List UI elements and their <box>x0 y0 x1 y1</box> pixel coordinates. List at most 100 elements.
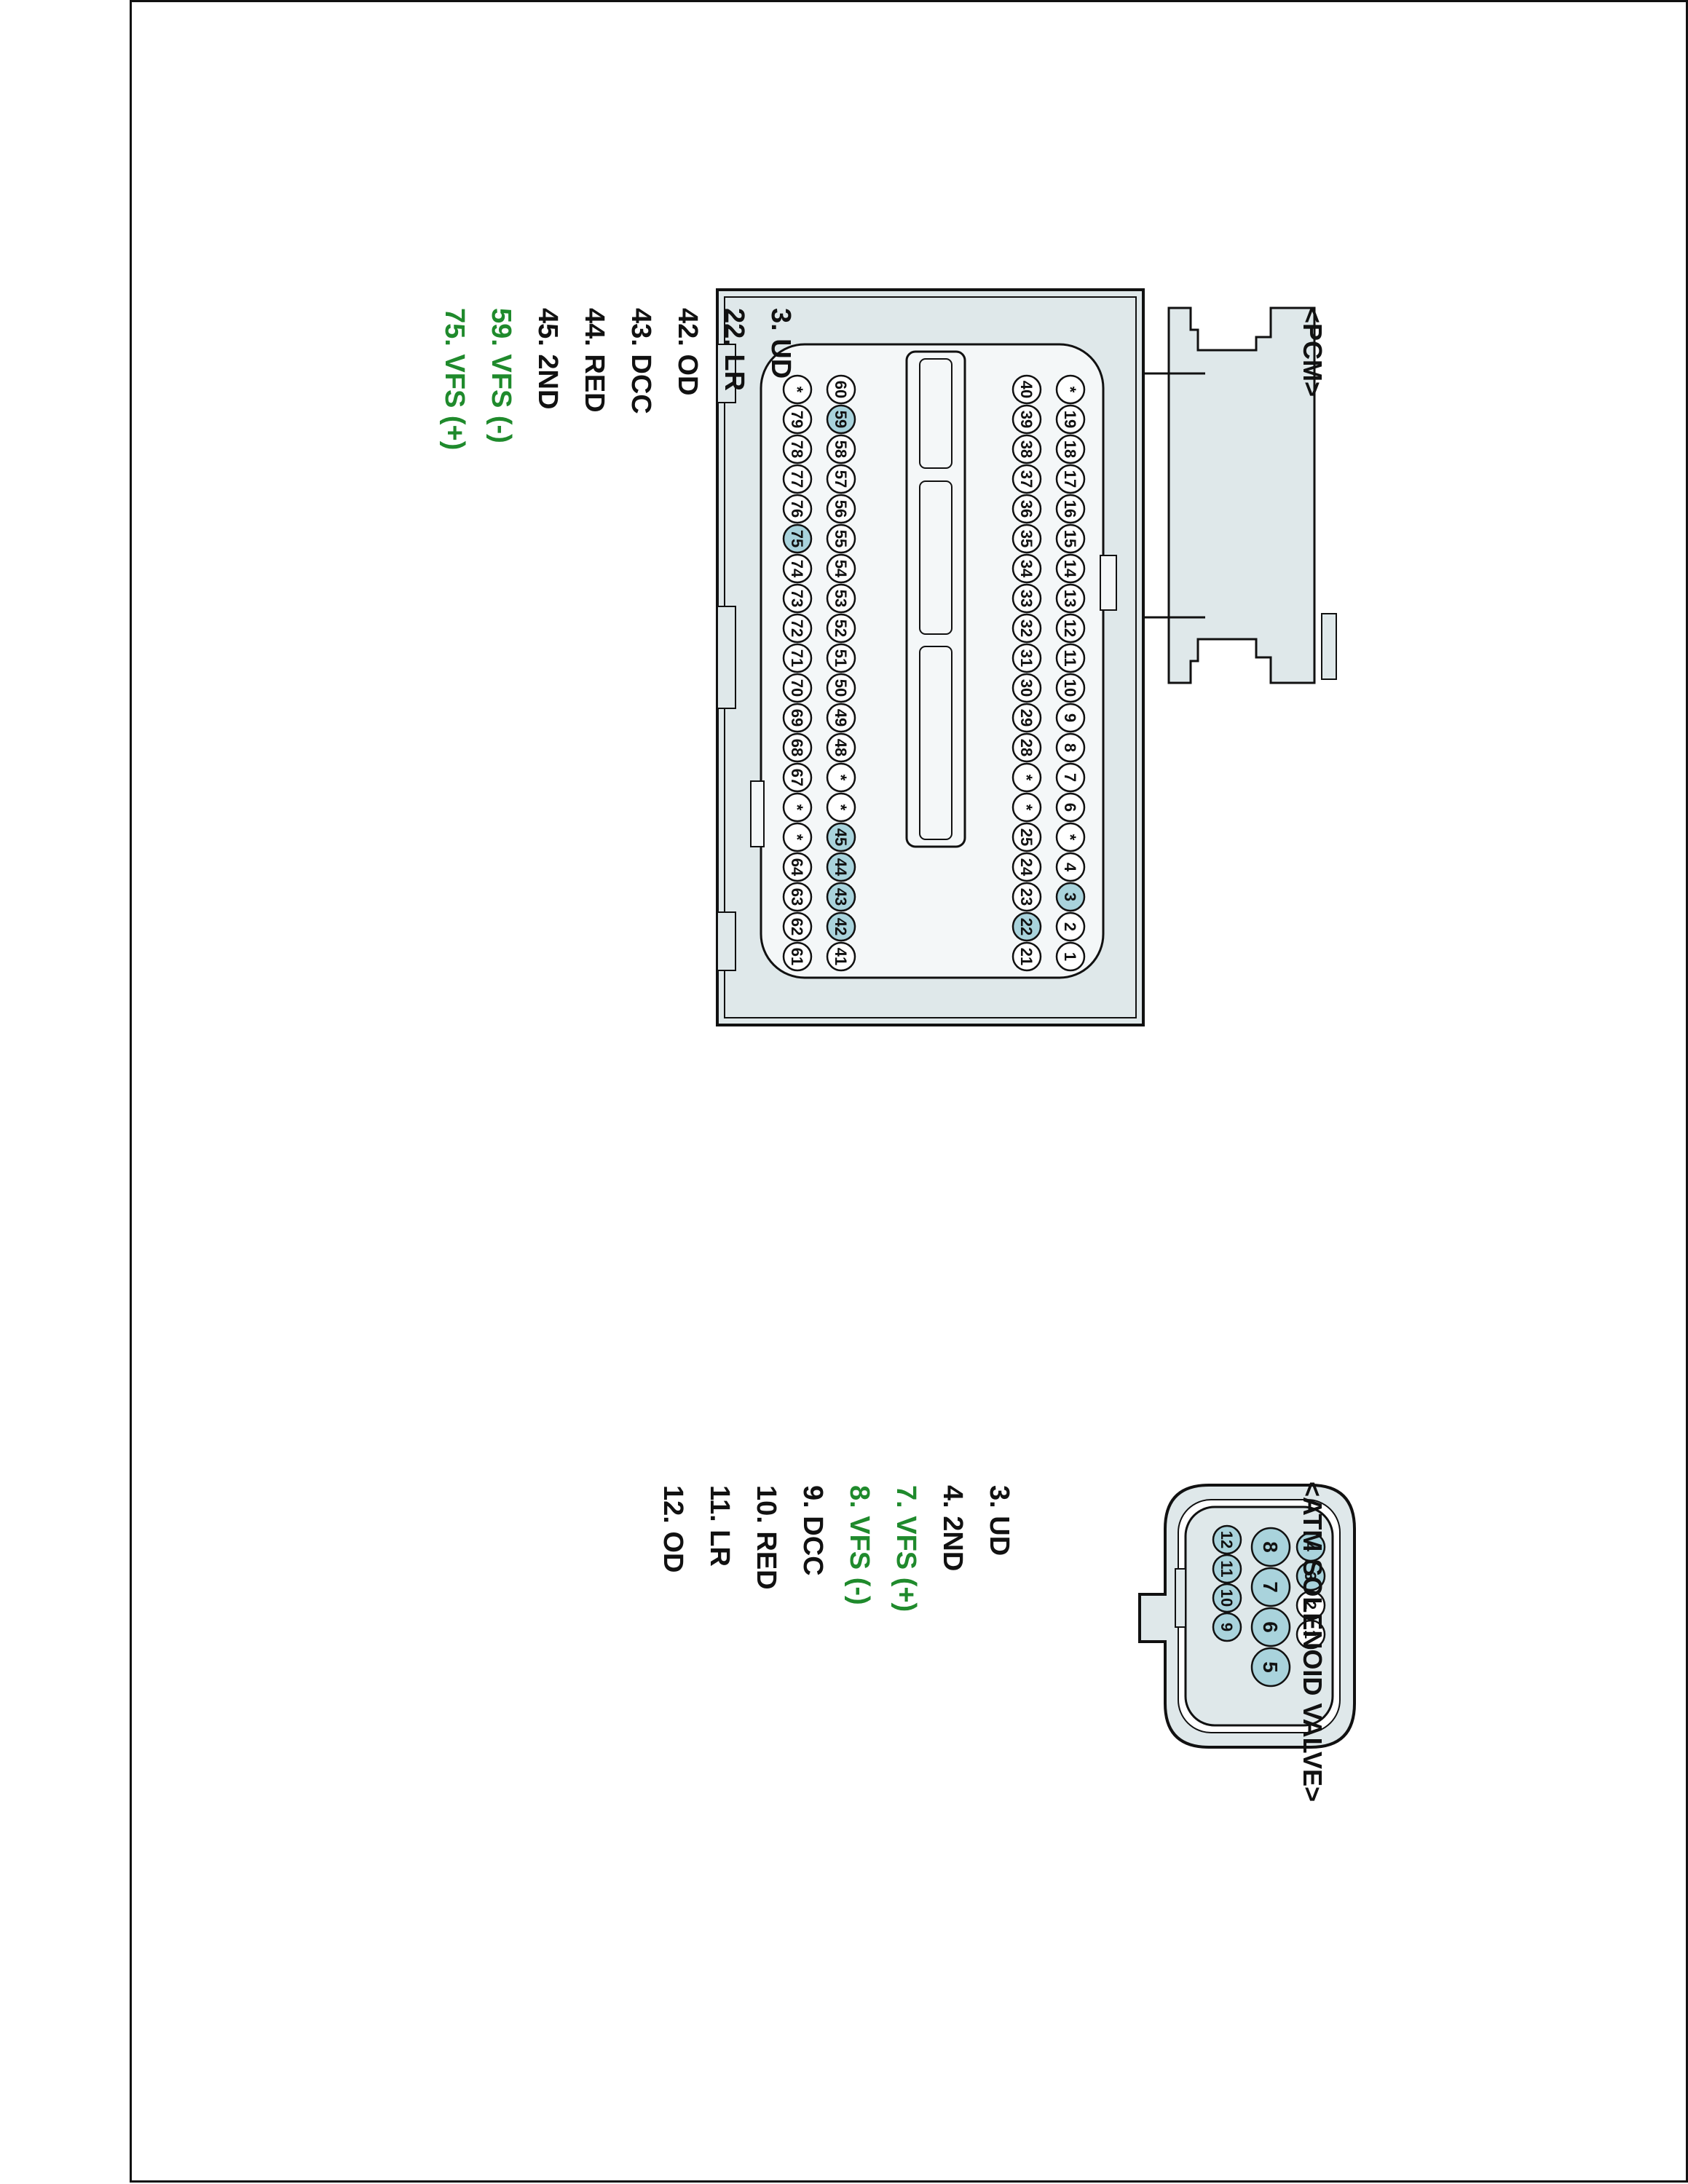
pin-circle <box>1055 613 1086 644</box>
pin-circle <box>782 434 813 464</box>
pin-circle <box>1011 434 1042 464</box>
pin-label: 48 <box>832 739 850 756</box>
pin-circle <box>826 762 856 793</box>
pin-21: 21 <box>1011 941 1042 972</box>
pin-circle <box>782 613 813 644</box>
pin-51: 51 <box>826 643 856 673</box>
pin-23: 23 <box>1011 882 1042 912</box>
pin-label: 54 <box>832 560 850 578</box>
legend-item: 10. RED <box>751 1485 781 1590</box>
pin-label: 58 <box>832 440 850 458</box>
pin-label: 4 <box>1061 863 1079 872</box>
pin-unused: * <box>826 762 856 793</box>
pin-circle <box>1055 792 1086 823</box>
pin-circle <box>1212 1612 1242 1642</box>
pin-circle <box>1055 882 1086 912</box>
pin-circle <box>782 494 813 524</box>
legend-item: 3. UD <box>765 308 796 379</box>
pin-circle <box>1295 1590 1326 1621</box>
pin-circle <box>1295 1532 1326 1562</box>
pin-label: 77 <box>788 470 806 488</box>
pcm-title: <PCM> <box>1298 308 1328 397</box>
legend-item: 4. 2ND <box>937 1485 968 1571</box>
pin-label: 63 <box>788 888 806 906</box>
pin-label: * <box>1017 804 1036 811</box>
pin-circle <box>782 583 813 614</box>
pin-circle <box>1011 583 1042 614</box>
pin-unused: * <box>1011 762 1042 793</box>
pin-circle <box>826 792 856 823</box>
pin-label: 8 <box>1259 1541 1282 1553</box>
legend-item: 45. 2ND <box>532 308 563 409</box>
pin-label: 62 <box>788 918 806 935</box>
pin-3: 3 <box>1295 1561 1326 1591</box>
pin-2: 2 <box>1055 911 1086 942</box>
pin-circle <box>1011 553 1042 584</box>
pin-label: 30 <box>1017 679 1036 697</box>
pin-circle <box>826 941 856 972</box>
pin-circle <box>826 553 856 584</box>
pin-circle <box>782 464 813 494</box>
pin-69: 69 <box>782 703 813 733</box>
pin-circle <box>782 762 813 793</box>
pin-22: 22 <box>1011 911 1042 942</box>
pin-label: 23 <box>1017 888 1036 906</box>
pin-53: 53 <box>826 583 856 614</box>
pin-label: 6 <box>1061 803 1079 812</box>
pin-label: 32 <box>1017 620 1036 637</box>
pin-29: 29 <box>1011 703 1042 733</box>
pin-74: 74 <box>782 553 813 584</box>
legend-item: 3. UD <box>984 1485 1014 1556</box>
pin-39: 39 <box>1011 404 1042 435</box>
legend-item: 22. LR <box>719 308 749 391</box>
pin-label: 24 <box>1017 858 1036 877</box>
pin-label: 64 <box>788 858 806 877</box>
pin-circle <box>782 911 813 942</box>
pin-label: 35 <box>1017 530 1036 547</box>
pin-30: 30 <box>1011 673 1042 703</box>
pin-48: 48 <box>826 732 856 763</box>
pin-circle <box>782 643 813 673</box>
pin-label: 22 <box>1017 918 1036 935</box>
pin-6: 6 <box>1055 792 1086 823</box>
pin-circle <box>1011 494 1042 524</box>
pin-52: 52 <box>826 613 856 644</box>
pin-label: 57 <box>832 470 850 488</box>
pin-2: 2 <box>1295 1590 1326 1621</box>
pin-label: 38 <box>1017 440 1036 458</box>
pin-45: 45 <box>826 822 856 852</box>
pin-label: 50 <box>832 679 850 697</box>
pin-circle <box>1011 762 1042 793</box>
pin-label: 33 <box>1017 590 1036 607</box>
pin-41: 41 <box>826 941 856 972</box>
pin-label: 3 <box>1301 1572 1320 1580</box>
pin-15: 15 <box>1055 523 1086 554</box>
pin-12: 12 <box>1055 613 1086 644</box>
pcm-latch <box>1167 306 1316 684</box>
pin-circle <box>782 703 813 733</box>
pin-circle <box>1011 822 1042 852</box>
pin-circle <box>1212 1524 1242 1555</box>
pin-63: 63 <box>782 882 813 912</box>
pin-circle <box>782 553 813 584</box>
pin-label: 8 <box>1061 743 1079 752</box>
pin-circle <box>782 523 813 554</box>
pin-label: 44 <box>832 858 850 877</box>
pin-9: 9 <box>1212 1612 1242 1642</box>
pin-label: * <box>832 775 850 781</box>
pin-72: 72 <box>782 613 813 644</box>
pin-40: 40 <box>1011 374 1042 405</box>
legend-item: 12. OD <box>658 1485 688 1572</box>
pin-label: 12 <box>1218 1531 1236 1548</box>
pin-label: 13 <box>1061 590 1079 607</box>
pin-label: 21 <box>1017 948 1036 965</box>
pin-circle <box>1011 464 1042 494</box>
pin-34: 34 <box>1011 553 1042 584</box>
pin-circle <box>782 732 813 763</box>
pin-78: 78 <box>782 434 813 464</box>
pin-circle <box>1055 464 1086 494</box>
pin-label: 67 <box>788 769 806 786</box>
pin-label: 29 <box>1017 709 1036 727</box>
